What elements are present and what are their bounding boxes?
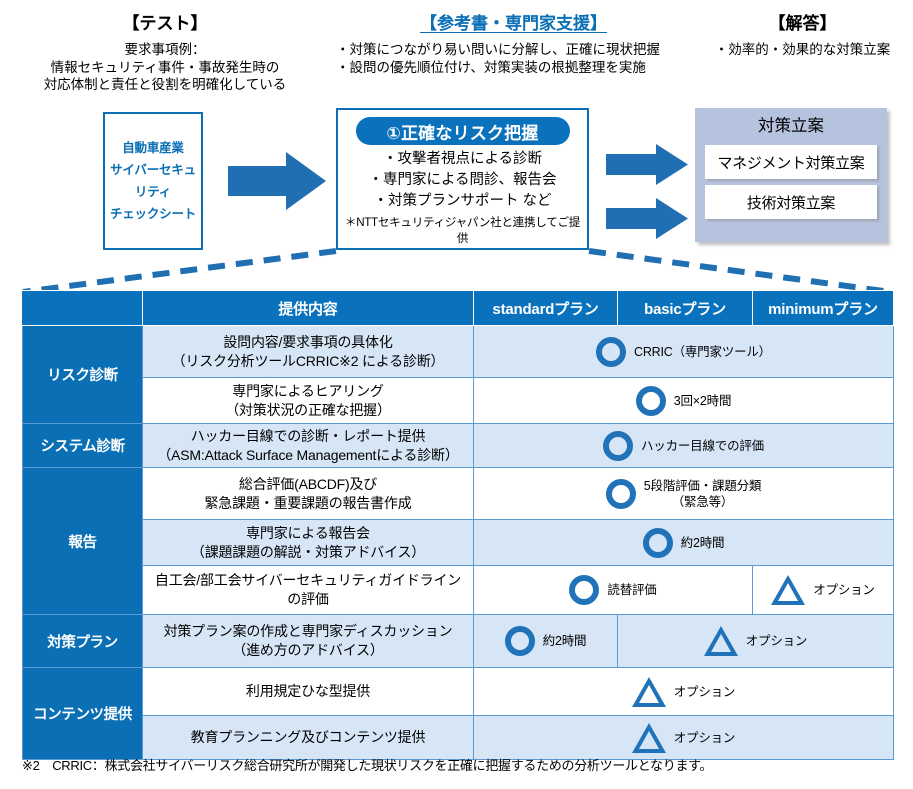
checksheet-box: 自動車産業 サイバーセキュリティ チェックシート (103, 112, 203, 250)
table-mark-label: 3回×2時間 (673, 393, 732, 408)
table-mark-label: CRRIC（専門家ツール） (634, 344, 771, 359)
triangle-mark-icon (703, 626, 738, 656)
plan-comparison-table-wrapper: 提供内容 standardプラン basicプラン minimumプラン リスク… (22, 290, 894, 760)
table-row: 専門家による報告会（課題課題の解説・対策アドバイス） 約2時間 (23, 519, 894, 566)
top-diagram-section: 【テスト】 要求事項例： 情報セキュリティ事件・事故発生時の 対応体制と責任と役… (0, 0, 913, 295)
column-heading-test: 【テスト】 要求事項例： 情報セキュリティ事件・事故発生時の 対応体制と責任と役… (0, 12, 330, 94)
triangle-mark-inner (778, 583, 799, 601)
table-head: 提供内容 standardプラン basicプラン minimumプラン (22, 290, 894, 326)
plan-comparison-table: 提供内容 standardプラン basicプラン minimumプラン リスク… (22, 290, 894, 760)
table-description-cell: 専門家による報告会（課題課題の解説・対策アドバイス） (142, 519, 474, 566)
triangle-mark-inner (638, 684, 659, 703)
table-row: システム診断ハッカー目線での診断・レポート提供（ASM:Attack Surfa… (22, 423, 894, 468)
triangle-mark-inner (710, 634, 731, 652)
table-description-cell: 設問内容/要求事項の具体化（リスク分析ツールCRRIC※2 による診断） (142, 325, 474, 378)
circle-mark-icon (642, 527, 673, 558)
table-row: コンテンツ提供利用規定ひな型提供オプション (22, 667, 894, 760)
plan-button-management[interactable]: マネジメント対策立案 (705, 145, 877, 179)
heading-answer-title: 【解答】 (768, 14, 837, 33)
table-mark-cell: オプション (617, 614, 894, 668)
table-row: 教育プランニング及びコンテンツ提供 オプション (23, 715, 894, 760)
table-mark-label: 約2時間 (680, 535, 725, 550)
footnote-text: ※2 CRRIC：株式会社サイバーリスク総合研究所が開発した現状リスクを正確に把… (22, 758, 713, 773)
table-header-content: 提供内容 (142, 290, 474, 326)
table-header-row: 提供内容 standardプラン basicプラン minimumプラン (22, 290, 894, 326)
table-row: リスク診断設問内容/要求事項の具体化（リスク分析ツールCRRIC※2 による診断… (22, 325, 894, 424)
countermeasure-plan-panel: 対策立案 マネジメント対策立案 技術対策立案 (695, 108, 887, 242)
table-mark-label: ハッカー目線での評価 (640, 438, 764, 453)
table-category-cell: リスク診断 (22, 325, 143, 424)
checksheet-line-2: サイバーセキュリティ (110, 163, 196, 199)
table-mark-label: オプション (813, 583, 875, 597)
risk-assessment-pill-label: ①正確なリスク把握 (355, 117, 570, 145)
heading-answer-sub: ・効率的・効果的な対策立案 (714, 42, 891, 57)
arrow-right-icon-1 (228, 152, 326, 210)
risk-bullet-3: ・対策プランサポート など (373, 193, 552, 209)
column-heading-answer: 【解答】 ・効率的・効果的な対策立案 (695, 12, 910, 59)
plan-panel-title: 対策立案 (758, 117, 824, 135)
triangle-mark-icon (631, 722, 666, 753)
table-description-cell: 専門家によるヒアリング（対策状況の正確な把握） (142, 377, 474, 424)
table-mark-cell: オプション (473, 667, 894, 716)
risk-assessment-box: ①正確なリスク把握 ・攻撃者視点による診断 ・専門家による問診、報告会 ・対策プ… (336, 108, 589, 250)
table-mark-cell: 読替評価 (473, 565, 753, 615)
table-mark-cell: 約2時間 (473, 519, 894, 566)
table-mark-cell: ハッカー目線での評価 (473, 423, 894, 468)
table-row: 専門家によるヒアリング（対策状況の正確な把握） 3回×2時間 (23, 377, 894, 424)
table-body: リスク診断設問内容/要求事項の具体化（リスク分析ツールCRRIC※2 による診断… (22, 325, 894, 760)
heading-test-sub: 要求事項例： 情報セキュリティ事件・事故発生時の 対応体制と責任と役割を明確化し… (43, 42, 287, 92)
arrow-right-icon-2 (606, 144, 688, 185)
table-mark-label: 5段階評価・課題分類（緊急等） (643, 478, 762, 509)
circle-mark-icon (596, 336, 626, 367)
table-description-cell: ハッカー目線での診断・レポート提供（ASM:Attack Surface Man… (142, 423, 474, 468)
risk-bullet-1: ・攻撃者視点による診断 (382, 151, 543, 167)
table-row: 対策プラン対策プラン案の作成と専門家ディスカッション（進め方のアドバイス） 約2時… (22, 614, 894, 668)
table-mark-label: オプション (745, 634, 808, 648)
heading-test-title: 【テスト】 (122, 14, 208, 33)
table-mark-label: 約2時間 (542, 634, 587, 648)
table-description-cell: 自工会/部工会サイバーセキュリティガイドラインの評価 (142, 565, 474, 615)
triangle-mark-icon (771, 575, 806, 605)
triangle-mark-icon (631, 676, 666, 707)
table-header-category (22, 290, 143, 326)
table-category-cell: 報告 (22, 467, 143, 615)
circle-mark-icon (635, 385, 666, 416)
heading-reference-sub: ・対策につながり易い問いに分解し、正確に現状把握 ・設問の優先順位付け、対策実装… (336, 42, 660, 75)
table-mark-cell: 3回×2時間 (473, 377, 894, 424)
table-category-cell: 対策プラン (22, 614, 143, 668)
table-mark-cell: オプション (473, 715, 894, 760)
circle-mark-icon (569, 575, 600, 605)
table-description-cell: 対策プラン案の作成と専門家ディスカッション（進め方のアドバイス） (142, 614, 474, 668)
table-mark-label: オプション (673, 684, 736, 699)
risk-bullet-2: ・専門家による問診、報告会 (368, 172, 557, 188)
table-row: 報告総合評価(ABCDF)及び緊急課題・重要課題の報告書作成 5段階評価・課題分類… (22, 467, 894, 615)
triangle-mark-inner (638, 730, 659, 749)
table-mark-cell: CRRIC（専門家ツール） (473, 325, 894, 378)
plan-button-technical[interactable]: 技術対策立案 (705, 185, 877, 219)
risk-assessment-note: ＊NTTセキュリティジャパン社と連携してご提供 (344, 216, 581, 245)
table-mark-cell: 5段階評価・課題分類（緊急等） (473, 467, 894, 520)
table-description-cell: 教育プランニング及びコンテンツ提供 (142, 715, 474, 760)
table-mark-cell: 約2時間 (473, 614, 618, 668)
table-mark-label: 読替評価 (607, 583, 657, 597)
column-heading-reference: 【参考書・専門家支援】 ・対策につながり易い問いに分解し、正確に現状把握 ・設問… (336, 12, 691, 76)
table-category-cell: コンテンツ提供 (22, 667, 143, 760)
table-header-minimum: minimumプラン (752, 290, 894, 326)
circle-mark-icon (504, 626, 535, 656)
table-description-cell: 利用規定ひな型提供 (142, 667, 474, 716)
table-row: 自工会/部工会サイバーセキュリティガイドラインの評価 読替評価 オプション (23, 565, 894, 615)
table-header-basic: basicプラン (617, 290, 753, 326)
checksheet-line-1: 自動車産業 (122, 141, 184, 155)
table-mark-label: オプション (673, 730, 736, 745)
table-header-standard: standardプラン (473, 290, 618, 326)
risk-assessment-bullets: ・攻撃者視点による診断 ・専門家による問診、報告会 ・対策プランサポート など (344, 149, 581, 212)
heading-reference-title: 【参考書・専門家支援】 (420, 14, 607, 33)
table-category-cell: システム診断 (22, 423, 143, 468)
checksheet-line-3: チェックシート (109, 207, 197, 221)
circle-mark-icon (602, 430, 633, 461)
circle-mark-icon (605, 478, 636, 509)
arrow-right-icon-3 (606, 198, 688, 239)
table-mark-cell: オプション (752, 565, 894, 615)
table-description-cell: 総合評価(ABCDF)及び緊急課題・重要課題の報告書作成 (142, 467, 474, 520)
